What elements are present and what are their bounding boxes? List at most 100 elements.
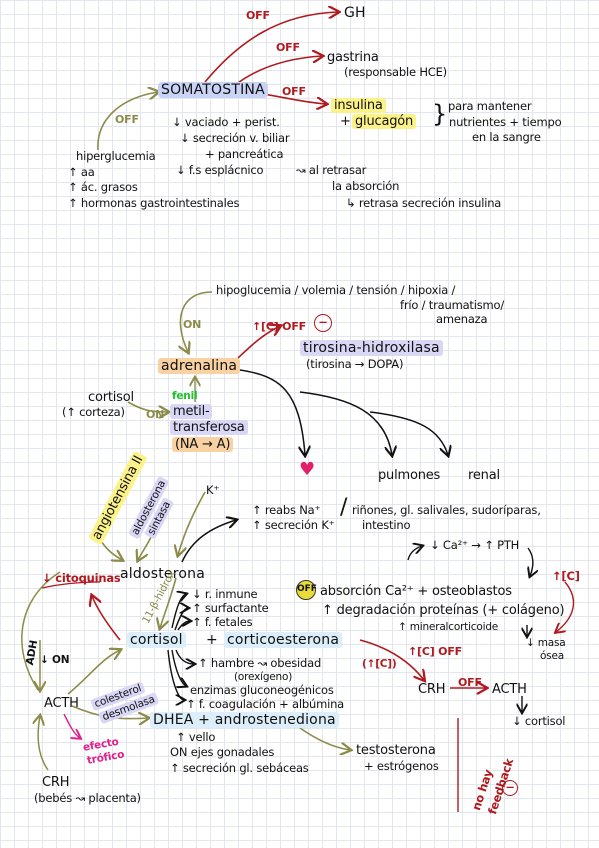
metil-line-1: metil-: [170, 404, 213, 419]
adrenalina-label: adrenalina: [158, 358, 241, 374]
ca-pth: ↓ Ca²⁺ → ↑ PTH: [430, 538, 520, 552]
masa-label: ↓ masa: [526, 637, 566, 649]
cortisol-sub-mid: (↑ corteza): [62, 405, 125, 419]
crh-label: CRH: [42, 775, 70, 790]
secrecion-k: ↑ secreción K⁺: [252, 518, 335, 532]
mineral-label: ↑ mineralcorticoide: [398, 621, 499, 633]
coagulacion-label: ↑ f. coagulación + albúmina: [186, 697, 345, 711]
acth-label: ACTH: [44, 696, 79, 711]
orexigeno-label: (orexígeno): [234, 671, 293, 683]
adr-stimuli-2: frío / traumatismo/: [400, 298, 505, 312]
cortisol-label-mid: cortisol: [88, 390, 134, 405]
on-adh-label: ↓ ON: [40, 654, 70, 666]
arrow-hidrox: [160, 577, 177, 628]
arrow-stimuli-somato: [97, 92, 158, 151]
insulina-label: insulina: [331, 98, 386, 113]
tirosina-label: tirosina-hidroxilasa: [300, 340, 443, 356]
vello-label: ↑ vello: [176, 730, 216, 744]
arrow-k-aldo: [178, 491, 206, 555]
rinones-1: riñones, gl. salivales, sudoríparas,: [352, 503, 541, 517]
arrow-aldo-reabs: [181, 520, 236, 563]
degradacion: ↑ degradación proteínas (+ colágeno): [322, 603, 565, 618]
somato-effect-2: ↓ secreción v. biliar: [180, 131, 290, 145]
stimulus-acgrasos: ↑ ác. grasos: [68, 180, 138, 194]
off-label-crh: OFF: [458, 676, 482, 689]
citoquinas-label: ↓ citoquinas: [42, 571, 121, 585]
cc-label: (↑[C]): [362, 658, 397, 670]
retrasar-3: ↳ retrasa secreción insulina: [346, 196, 502, 210]
crh-sub: (bebés ↝ placenta): [34, 791, 141, 805]
reabs-na: ↑ reabs Na⁺: [252, 503, 321, 517]
stimulus-hormonas: ↑ hormonas gastrointestinales: [68, 196, 240, 210]
arrow-adrenalina-off: [237, 326, 280, 359]
cortisol-effect-2: ↑ surfactante: [192, 601, 269, 615]
arrow-cortisol-metil: [127, 401, 168, 412]
off-label-olive: OFF: [115, 113, 139, 126]
pulmones-label: pulmones: [378, 468, 441, 483]
retrasar-2: la absorción: [332, 179, 400, 193]
mantener-line-3: en la sangre: [472, 130, 541, 144]
mantener-line-1: para mantener: [448, 99, 532, 113]
secrecion-sebaceas: ↑ secreción gl. sebáceas: [170, 761, 309, 775]
dhea-label: DHEA + androstenediona: [150, 712, 339, 728]
testosterona-label: testosterona: [356, 743, 436, 758]
estrogenos-label: + estrógenos: [364, 759, 439, 773]
on-label-adrenalina: ON: [183, 318, 202, 331]
acth-right: ACTH: [492, 682, 527, 697]
stimulus-aa: ↑ aa: [68, 165, 95, 179]
somato-effect-3: + pancreática: [205, 147, 284, 161]
tirosina-sub: (tirosina → DOPA): [306, 357, 404, 371]
cortc-off-label: ↑[C] OFF: [252, 320, 306, 333]
arrow-somato-gastrina: [234, 56, 322, 86]
cortisol-effect-3: ↑ f. fetales: [192, 615, 253, 629]
cc-right-label: ↑[C]: [552, 569, 580, 583]
minus-circle-feedback: −: [502, 780, 518, 796]
arrow-sintasa-aldo: [138, 534, 153, 560]
arrow-stimuli-adrenalina: [180, 291, 213, 352]
fenil-label: fenil: [172, 390, 198, 402]
adr-stimuli-3: amenaza: [436, 312, 488, 326]
mantener-line-2: nutrientes + tiempo: [449, 115, 562, 129]
glucagon-label: glucagón: [352, 114, 417, 129]
hambre-label: ↑ hambre ↝ obesidad: [198, 656, 322, 670]
off-label-insulina: OFF: [282, 85, 306, 98]
absorcion-ca: absorción Ca²⁺ + osteoblastos: [320, 584, 512, 599]
arrow-cortisol-citoquinas: [92, 596, 121, 641]
renal-label: renal: [468, 468, 500, 483]
metil-line-3: (NA → A): [172, 437, 234, 452]
gastrina-note: (responsable HCE): [344, 65, 447, 79]
somato-effect-1: ↓ vaciado + perist.: [172, 115, 280, 129]
off-label-gastrina: OFF: [276, 41, 300, 54]
rinones-2: intestino: [362, 518, 411, 532]
corticoesterona-label: corticoesterona: [224, 632, 343, 648]
cc-off-label: ↑[C] OFF: [408, 645, 462, 658]
osea-label: ósea: [540, 650, 564, 662]
arrow-somato-gh: [204, 12, 338, 83]
k-label: K⁺: [206, 483, 220, 497]
heart-icon: ♥: [299, 459, 315, 480]
brace-symbol: }: [432, 100, 448, 128]
off-circle-badge: OFF: [296, 580, 317, 600]
somato-effect-4: ↓ f.s esplácnico: [176, 163, 264, 177]
cortisol-effect-1: ↓ r. inmune: [192, 587, 258, 601]
reabs-divider: /: [340, 495, 348, 520]
somatostina-label: SOMATOSTINA: [158, 82, 268, 98]
gh-label: GH: [344, 5, 366, 21]
stimulus-hiperglucemia: hiperglucemia: [76, 149, 156, 163]
cortisol-plus: +: [206, 632, 218, 648]
adr-stimuli-1: hipoglucemia / volemia / tensión / hipox…: [216, 283, 456, 297]
on-ejes-label: ON ejes gonadales: [170, 745, 275, 759]
enzimas-label: enzimas gluconeogénicos: [190, 683, 334, 697]
arrow-cortico-crh: [359, 639, 424, 680]
metil-line-2: transferosa: [170, 420, 248, 435]
retrasar-1: ↝ al retrasar: [296, 163, 367, 177]
arrow-acth-cortisol: [67, 650, 120, 695]
crh-right: CRH: [418, 682, 446, 697]
gastrina-label: gastrina: [327, 50, 379, 65]
arrow-adrenalina-targets: [239, 369, 305, 455]
cortisol-right: ↓ cortisol: [512, 714, 566, 728]
off-label-gh: OFF: [246, 9, 270, 22]
on-label-metil: ON: [146, 408, 165, 421]
cortisol-label: cortisol: [127, 632, 186, 648]
glucagon-plus: +: [340, 114, 351, 129]
